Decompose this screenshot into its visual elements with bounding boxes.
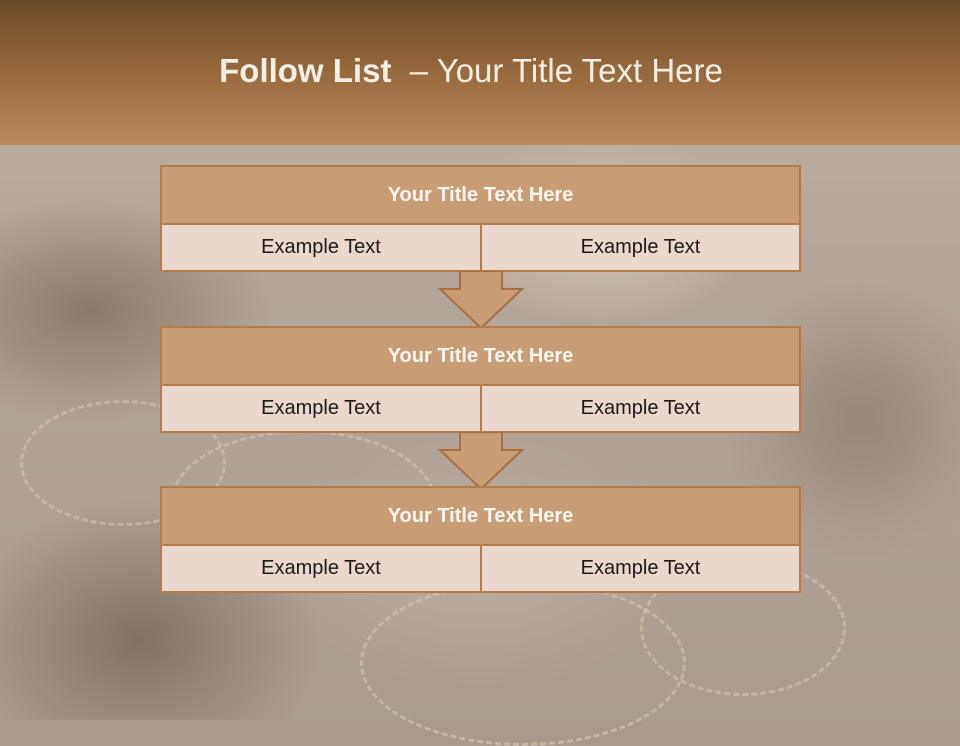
slide-title-bold: Follow List [219, 52, 392, 89]
down-arrow-icon [438, 432, 524, 490]
title-bar: Follow List – Your Title Text Here [0, 0, 960, 145]
block-cell-left[interactable]: Example Text [162, 225, 480, 270]
list-block[interactable]: Your Title Text Here Example Text Exampl… [160, 326, 801, 433]
down-arrow-icon [438, 271, 524, 329]
block-cell-right[interactable]: Example Text [482, 386, 799, 431]
list-block[interactable]: Your Title Text Here Example Text Exampl… [160, 165, 801, 272]
block-cell-right[interactable]: Example Text [482, 546, 799, 591]
block-cell-right[interactable]: Example Text [482, 225, 799, 270]
block-title[interactable]: Your Title Text Here [162, 488, 799, 544]
block-title[interactable]: Your Title Text Here [162, 167, 799, 223]
slide-title[interactable]: Follow List – Your Title Text Here [0, 52, 942, 90]
block-cell-left[interactable]: Example Text [162, 386, 480, 431]
block-title[interactable]: Your Title Text Here [162, 328, 799, 384]
slide-title-rest: – Your Title Text Here [391, 52, 723, 89]
list-block[interactable]: Your Title Text Here Example Text Exampl… [160, 486, 801, 593]
block-cell-left[interactable]: Example Text [162, 546, 480, 591]
